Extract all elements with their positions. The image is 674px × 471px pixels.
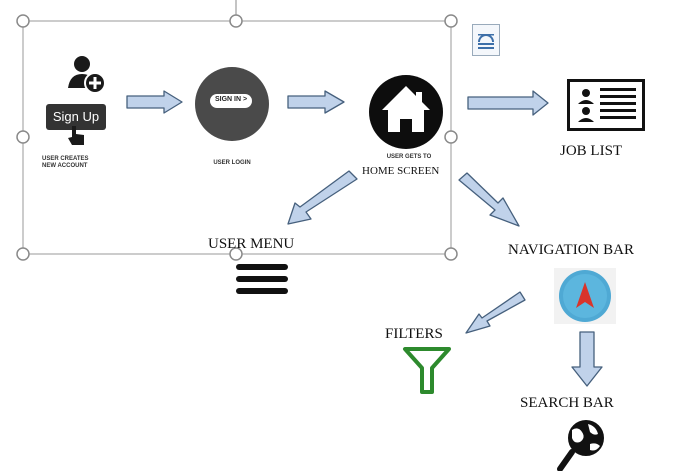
resize-handle — [16, 14, 30, 28]
login-node: SIGN IN > USER LOGIN — [194, 66, 274, 176]
home-node: USER GETS TO — [350, 66, 470, 186]
compass-icon[interactable] — [554, 268, 616, 324]
home-screen-label: HOME SCREEN — [362, 165, 440, 177]
arrow-login-to-home — [287, 90, 345, 114]
signup-node: Sign Up USER CREATES NEW ACCOUNT — [40, 50, 120, 180]
home-icon — [369, 75, 443, 149]
contact-list-icon — [567, 79, 645, 131]
navigation-bar-label: NAVIGATION BAR — [508, 242, 634, 258]
signup-caption-line2: NEW ACCOUNT — [42, 163, 88, 169]
resize-handle — [16, 247, 30, 261]
user-menu-label: USER MENU — [208, 236, 295, 252]
filter-funnel-icon[interactable] — [402, 346, 452, 396]
arrow-home-to-joblist — [467, 90, 549, 116]
hamburger-menu-icon[interactable] — [236, 262, 288, 298]
filters-label: FILTERS — [385, 326, 443, 342]
job-list-label: JOB LIST — [560, 143, 623, 159]
home-caption-small: USER GETS TO — [386, 154, 432, 160]
arrow-home-to-navbar — [458, 172, 520, 227]
layout-options-icon[interactable] — [472, 24, 500, 56]
arrow-home-to-usermenu — [287, 170, 358, 225]
resize-handle — [229, 14, 243, 28]
resize-handle — [229, 247, 243, 261]
sign-in-button-label: SIGN IN > — [214, 96, 248, 103]
resize-handle — [444, 14, 458, 28]
arrow-signup-to-login — [126, 90, 183, 114]
arrow-navbar-to-searchbar — [571, 331, 603, 387]
signup-button-label: Sign Up — [52, 109, 100, 124]
hand-pointer-icon — [68, 126, 84, 145]
signup-caption-line1: USER CREATES — [42, 156, 89, 162]
search-bar-label: SEARCH BAR — [520, 395, 614, 411]
add-user-icon — [68, 56, 106, 94]
resize-handle — [444, 247, 458, 261]
arrow-navbar-to-filters — [465, 291, 526, 334]
magnifier-globe-icon[interactable] — [556, 416, 610, 471]
resize-handle — [444, 130, 458, 144]
sign-in-button-icon[interactable]: SIGN IN > — [210, 94, 252, 108]
resize-handle — [16, 130, 30, 144]
login-caption: USER LOGIN — [213, 160, 251, 166]
signup-button[interactable]: Sign Up — [46, 104, 106, 130]
